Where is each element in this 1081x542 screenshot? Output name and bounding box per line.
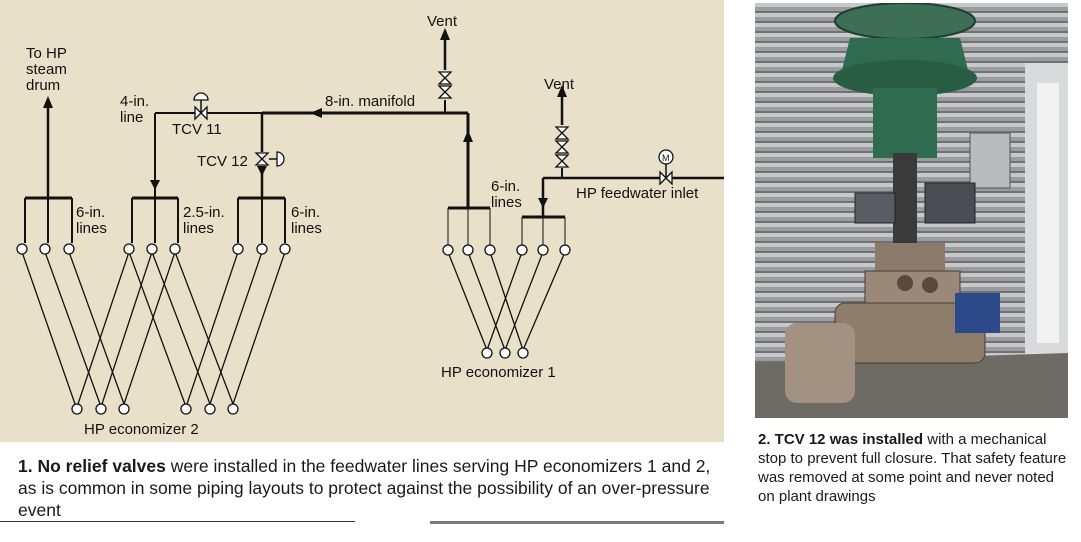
label-6in-c-2: lines	[491, 194, 522, 211]
tcv11-valve	[193, 92, 209, 121]
label-vent-top: Vent	[427, 13, 458, 30]
label-2-5in-2: lines	[183, 220, 214, 237]
caption-rule	[0, 521, 355, 522]
label-vent-right: Vent	[544, 76, 575, 93]
valve-photo	[755, 3, 1068, 418]
label-6in-a-1: 6-in.	[76, 204, 105, 221]
piping-diagram-panel: Vent Vent To HP steam drum 4-in. line TC…	[0, 0, 724, 442]
label-4in-2: line	[120, 109, 143, 126]
caption-rule-right	[430, 521, 724, 524]
figure1-caption-bold: 1. No relief valves	[18, 456, 166, 476]
label-tcv11: TCV 11	[172, 121, 222, 138]
piping-diagram: Vent Vent To HP steam drum 4-in. line TC…	[16, 13, 724, 438]
label-2-5in-1: 2.5-in.	[183, 204, 225, 221]
figure2-caption-bold: 2. TCV 12 was installed	[758, 431, 924, 448]
valve-photo-illustration	[755, 3, 1068, 418]
label-tcv12: TCV 12	[197, 153, 248, 170]
label-economizer-1: HP economizer 1	[441, 364, 556, 381]
label-manifold: 8-in. manifold	[325, 93, 415, 110]
label-to-hp-2: steam	[26, 61, 67, 78]
flow-arrows	[43, 28, 567, 208]
figure1-caption-text: were installed in the feedwater lines se…	[18, 456, 711, 520]
label-6in-b-1: 6-in.	[291, 204, 320, 221]
figure2-caption-text: with a mechanical stop to prevent full c…	[758, 431, 1067, 505]
figure2-caption: 2. TCV 12 was installed with a mechanica…	[758, 430, 1073, 506]
tcv12-valve	[254, 151, 285, 167]
label-motor: M	[662, 153, 670, 163]
label-feedwater-inlet: HP feedwater inlet	[576, 185, 699, 202]
figure1-caption: 1. No relief valves were installed in th…	[18, 455, 718, 521]
label-to-hp-3: drum	[26, 77, 60, 94]
economizer-2-tubes	[21, 251, 286, 405]
isolation-valves	[437, 71, 570, 168]
label-6in-c-1: 6-in.	[491, 178, 520, 195]
motor-valve	[658, 149, 674, 186]
label-6in-a-2: lines	[76, 220, 107, 237]
label-4in-1: 4-in.	[120, 93, 149, 110]
label-to-hp-1: To HP	[26, 45, 67, 62]
economizer-1-tubes	[447, 251, 566, 351]
label-6in-b-2: lines	[291, 220, 322, 237]
label-economizer-2: HP economizer 2	[84, 421, 199, 438]
